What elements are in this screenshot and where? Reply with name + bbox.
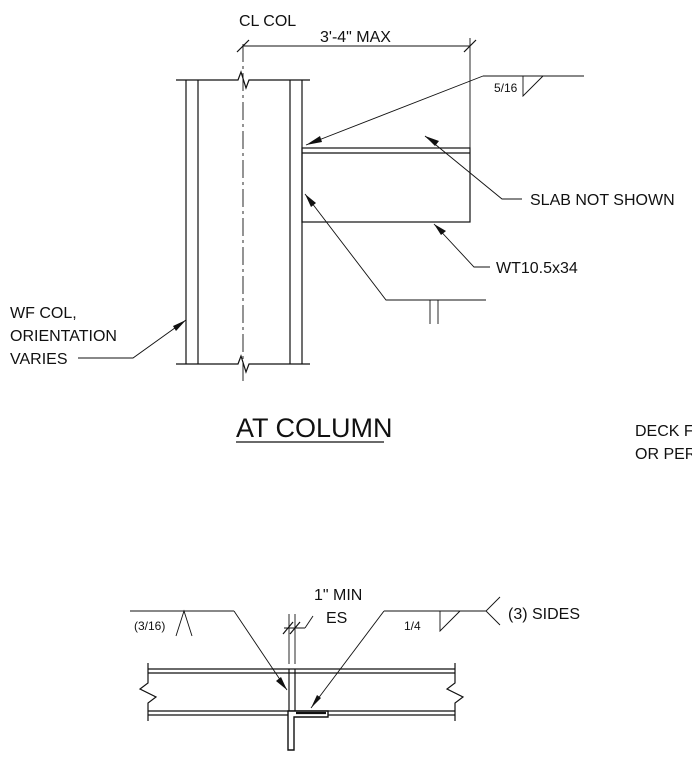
column-note-line3: VARIES [10, 351, 68, 368]
min-label-line1: 1" MIN [314, 587, 362, 604]
wt-leader [433, 223, 490, 268]
min-label-line2: ES [326, 610, 347, 627]
weld-symbol-top [305, 75, 584, 146]
weld-right-label: 1/4 [404, 619, 421, 633]
dimension-line [236, 38, 477, 148]
angle-clip [287, 710, 329, 751]
column-note-line1: WF COL, [10, 305, 77, 322]
weld-symbol-right [310, 596, 501, 709]
wt-beam [301, 147, 471, 223]
deck-note: DECK F OR PER [635, 423, 692, 463]
weld-left-label: (3/16) [134, 619, 165, 633]
slab-section [138, 663, 465, 721]
cl-col-label: CL COL [239, 13, 296, 30]
dimension-label: 3'-4" MAX [320, 29, 391, 46]
detail-title: AT COLUMN [236, 413, 393, 443]
deck-note-line2: OR PER [635, 446, 692, 463]
gap-dimension [282, 614, 314, 664]
column-note-line2: ORIENTATION [10, 328, 117, 345]
column-detail: CL COL 3'-4" MAX 5/16 SLAB NOT SHOWN WT1… [10, 13, 675, 443]
member-label: WT10.5x34 [496, 260, 578, 277]
weld-size-label: 5/16 [494, 81, 518, 95]
sides-label: (3) SIDES [508, 606, 580, 623]
slab-leader [424, 135, 522, 200]
deck-note-line1: DECK F [635, 423, 692, 440]
splice-detail: 1" MIN ES (3/16) 1/4 (3) SIDES [130, 587, 580, 751]
slab-note-label: SLAB NOT SHOWN [530, 192, 675, 209]
weld-symbol-left [130, 609, 288, 691]
lower-leader [304, 193, 486, 324]
wf-column [176, 70, 310, 374]
column-note-leader [78, 319, 187, 359]
